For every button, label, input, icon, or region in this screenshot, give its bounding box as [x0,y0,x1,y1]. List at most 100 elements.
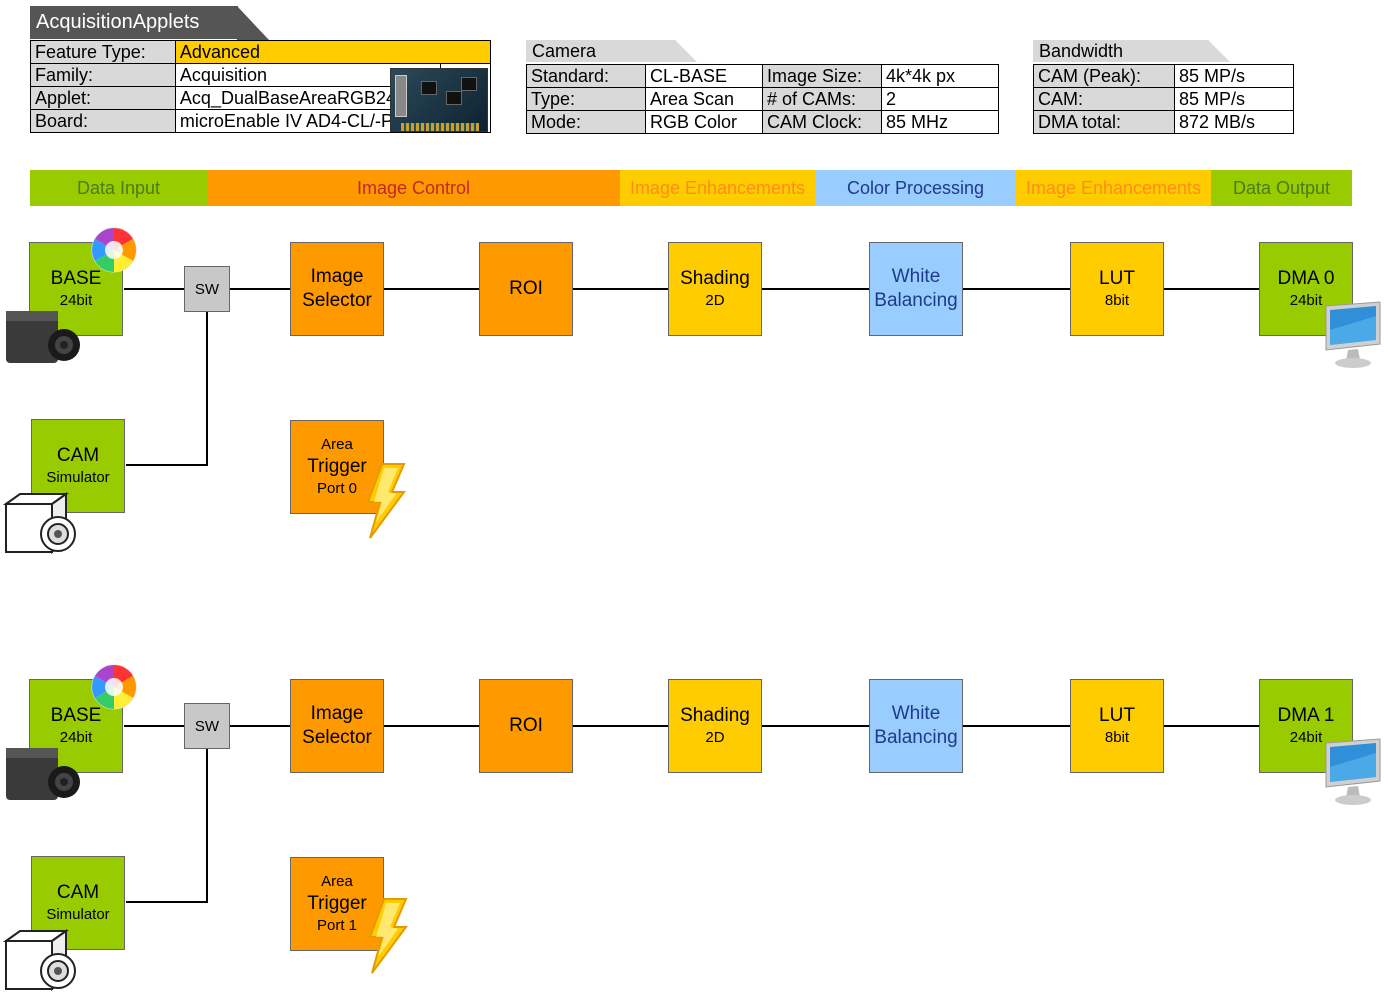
image-selector-0: Image Selector [290,242,384,336]
lut-1: LUT 8bit [1070,679,1164,773]
block-overline: Area [321,873,353,890]
block-title: LUT [1099,268,1135,289]
feature-type-label: Feature Type: [30,40,176,64]
stage-label: Color Processing [846,178,985,198]
camera-title: Camera [532,41,597,61]
bandwidth-dma-label: DMA total: [1033,110,1175,134]
stage-label: Data Input [76,178,161,198]
feature-type-value: Advanced [174,40,492,64]
bandwidth-cam-peak-label: CAM (Peak): [1033,64,1175,88]
white-balancing-0: White Balancing [869,242,963,336]
camera-info-table: Standard: CL-BASE Image Size: 4k*4k px T… [526,64,999,134]
block-subtitle: 24bit [1289,729,1323,746]
block-title: Trigger [307,456,367,477]
block-title: CAM [56,882,100,903]
block-title-line2: Balancing [874,290,958,311]
bandwidth-cam-peak-value: 85 MP/s [1174,64,1294,88]
block-title: ROI [509,278,543,299]
frame-grabber-board-icon [390,68,488,132]
stage-image-control: Image Control [207,170,620,206]
camera-image-size-label: Image Size: [762,64,882,88]
stage-label: Image Enhancements [1025,178,1202,198]
block-title: Image [310,266,364,287]
camera-icon [6,748,80,800]
bandwidth-tab-corner [1208,40,1230,62]
applet-label: Applet: [30,86,176,110]
applet-category-tab: AcquisitionApplets [30,6,238,39]
switch-label: SW [194,281,220,298]
board-label: Board: [30,109,176,133]
camera-standard-value: CL-BASE [645,64,763,88]
block-title: Trigger [307,893,367,914]
block-subtitle: 24bit [59,292,93,309]
block-subtitle: 24bit [59,729,93,746]
roi-1: ROI [479,679,573,773]
stage-image-enhancements-1: Image Enhancements [620,170,815,206]
bandwidth-info-table: CAM (Peak): 85 MP/s CAM: 85 MP/s DMA tot… [1033,64,1294,134]
stage-label: Image Enhancements [629,178,806,198]
block-subtitle: Port 1 [316,917,358,934]
block-title: CAM [56,445,100,466]
bandwidth-title: Bandwidth [1039,41,1124,61]
shading-0: Shading 2D [668,242,762,336]
monitor-icon [1325,301,1381,368]
lut-0: LUT 8bit [1070,242,1164,336]
block-title: BASE [50,705,102,726]
applet-category-title: AcquisitionApplets [36,11,200,33]
stage-label: Data Output [1232,178,1331,198]
block-title: LUT [1099,705,1135,726]
monitor-icon [1325,738,1381,805]
block-title: DMA 0 [1277,268,1335,289]
block-title: ROI [509,715,543,736]
color-wheel-icon [91,664,137,710]
block-title: Image [310,703,364,724]
block-subtitle: 24bit [1289,292,1323,309]
switch-label: SW [194,718,220,735]
block-subtitle: 8bit [1104,292,1130,309]
block-title-line2: Balancing [874,727,958,748]
block-subtitle: 2D [705,292,725,309]
camera-outline-icon [2,492,76,555]
switch-0: SW [184,266,230,312]
block-title: DMA 1 [1277,705,1335,726]
block-title: Shading [680,705,750,726]
camera-image-size-value: 4k*4k px [881,64,999,88]
white-balancing-1: White Balancing [869,679,963,773]
block-overline: Area [321,436,353,453]
block-title: Shading [680,268,750,289]
block-title: White [891,266,941,287]
tab-corner [237,6,269,40]
camera-clock-value: 85 MHz [881,110,999,134]
camera-tab: Camera [526,40,676,62]
bandwidth-dma-value: 872 MB/s [1174,110,1294,134]
area-trigger-1: Area Trigger Port 1 [290,857,384,951]
lightning-icon [368,898,408,974]
shading-1: Shading 2D [668,679,762,773]
block-title: BASE [50,268,102,289]
camera-icon [6,311,80,363]
block-title: White [891,703,941,724]
block-subtitle: 8bit [1104,729,1130,746]
camera-type-label: Type: [526,87,646,111]
camera-mode-value: RGB Color [645,110,763,134]
camera-standard-label: Standard: [526,64,646,88]
block-title-line2: Selector [302,727,372,748]
block-subtitle: Port 0 [316,480,358,497]
stage-image-enhancements-2: Image Enhancements [1016,170,1211,206]
roi-0: ROI [479,242,573,336]
family-label: Family: [30,63,176,87]
block-subtitle: Simulator [46,469,110,486]
camera-clock-label: CAM Clock: [762,110,882,134]
stage-color-processing: Color Processing [815,170,1016,206]
color-wheel-icon [91,227,137,273]
block-subtitle: Simulator [46,906,110,923]
lightning-icon [366,463,406,539]
bandwidth-cam-label: CAM: [1033,87,1175,111]
stage-data-output: Data Output [1211,170,1352,206]
switch-1: SW [184,703,230,749]
image-selector-1: Image Selector [290,679,384,773]
camera-outline-icon [2,929,76,992]
block-title-line2: Selector [302,290,372,311]
block-subtitle: 2D [705,729,725,746]
